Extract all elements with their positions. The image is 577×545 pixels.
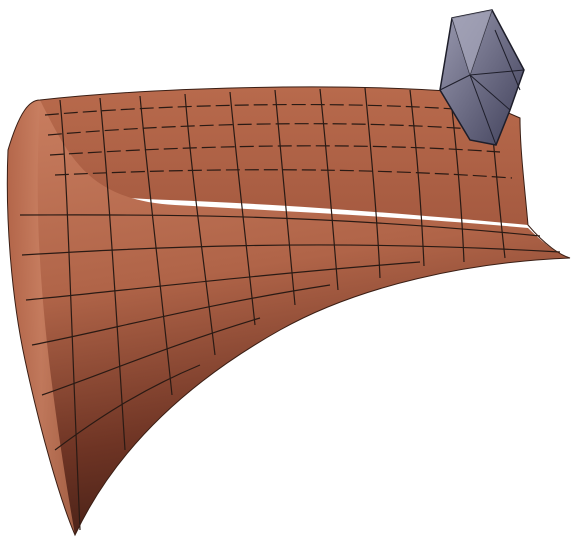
surface-left-edge bbox=[7, 100, 76, 535]
surface-front-face bbox=[7, 100, 571, 535]
curved-surface bbox=[7, 86, 571, 535]
surface-top-face bbox=[40, 86, 528, 226]
surface-mesh bbox=[19, 87, 561, 531]
tool-facet-highlight bbox=[452, 10, 492, 75]
tool-probe bbox=[439, 9, 525, 146]
surface-outline bbox=[6, 86, 571, 537]
